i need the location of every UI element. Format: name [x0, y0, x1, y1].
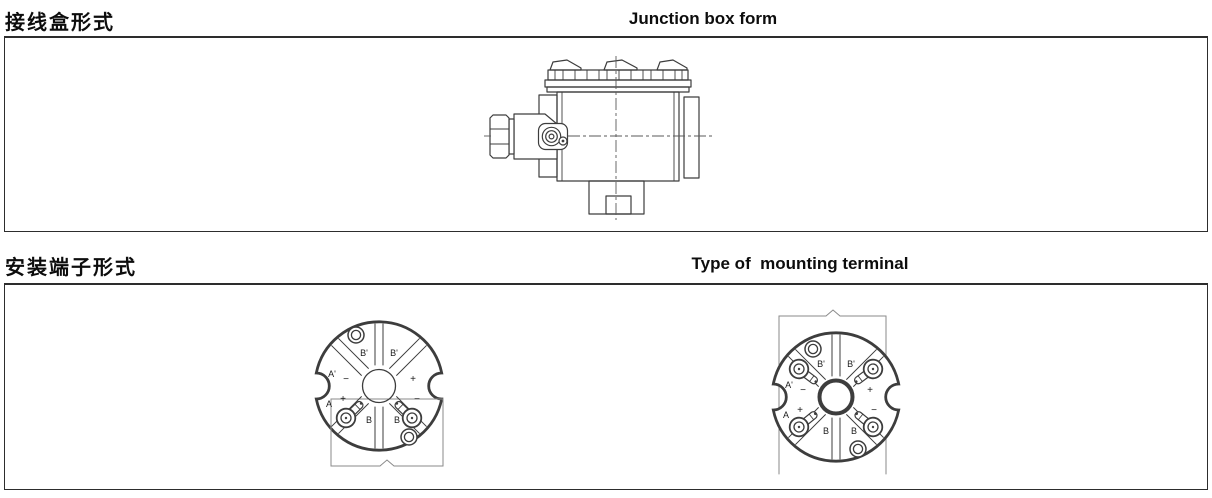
terminal-labels: B' B' A' − + A + − B B	[783, 359, 877, 436]
screw-hole-top-left	[804, 340, 822, 358]
centerlines	[484, 56, 713, 220]
label-plus-upper: +	[867, 385, 873, 396]
label-b-prime-left: B'	[360, 348, 368, 358]
label-minus-upper: −	[343, 374, 349, 385]
terminal-screw-bottom-right	[854, 411, 884, 438]
terminal-screw-bottom-left	[788, 411, 818, 438]
terminal-screw-top-left	[788, 358, 818, 385]
bottom-neck	[588, 180, 645, 215]
label-b-prime-right: B'	[847, 359, 855, 369]
center-hole	[361, 368, 397, 404]
mounting-outline	[330, 398, 444, 467]
label-a-prime: A'	[785, 380, 793, 390]
label-a-prime: A'	[328, 369, 336, 379]
label-b-left: B	[823, 426, 829, 436]
screw-hole-bottom-right	[849, 440, 867, 458]
terminal-plate	[771, 309, 901, 475]
junction-box-drawing	[484, 56, 713, 220]
junction-box-title-en: Junction box form	[628, 9, 778, 28]
mounting-terminal-title-en: Type of mounting terminal	[691, 254, 909, 273]
terminal-disc	[771, 331, 901, 463]
cap-skirt	[544, 79, 692, 88]
terminal-disc	[314, 320, 444, 452]
cap-ribs	[554, 70, 683, 80]
label-b-right: B	[394, 415, 400, 425]
junction-box-title-zh: 接线盒形式	[5, 12, 115, 34]
label-b-prime-right: B'	[390, 348, 398, 358]
label-minus-lower: −	[871, 405, 877, 416]
terminal-screw-bottom-left	[335, 400, 364, 429]
label-minus-upper: −	[800, 385, 806, 396]
label-a: A	[783, 410, 789, 420]
label-plus-lower: +	[797, 405, 803, 416]
label-b-left: B	[366, 415, 372, 425]
cover-lugs	[549, 59, 688, 71]
terminal-diagram-4-screw: B' B' A' − + A + − B B	[771, 309, 901, 475]
center-hole	[817, 378, 855, 416]
label-b-prime-left: B'	[817, 359, 825, 369]
cap-ribbed-band	[547, 69, 689, 81]
gland-nut	[489, 114, 510, 159]
junction-box-panel	[4, 36, 1208, 232]
terminal-diagram-2-screw: B' B' A' − + A + − B B	[314, 320, 444, 467]
label-plus-upper: +	[410, 374, 416, 385]
ground-screw	[537, 122, 569, 151]
label-minus-lower: −	[414, 394, 420, 405]
cap-gasket	[546, 86, 690, 93]
label-b-right: B	[851, 426, 857, 436]
mounting-outline	[778, 309, 887, 475]
label-a: A	[326, 399, 332, 409]
label-plus-lower: +	[340, 394, 346, 405]
screw-hole-bottom-right	[400, 428, 418, 446]
screw-hole-top-left	[347, 326, 365, 344]
mounting-terminal-title-zh: 安装端子形式	[5, 257, 137, 279]
junction-box-outline	[484, 56, 713, 220]
right-flange	[683, 96, 700, 179]
housing-body	[556, 91, 680, 182]
terminal-labels: B' B' A' − + A + − B B	[326, 348, 420, 425]
terminal-screw-top-right	[854, 358, 884, 385]
terminal-plate	[314, 320, 444, 467]
entry-collar	[508, 118, 515, 155]
bottom-neck-bore	[605, 195, 632, 215]
terminal-screw-bottom-right	[394, 400, 423, 429]
mounting-terminal-panel: B' B' A' − + A + − B B	[4, 283, 1208, 490]
